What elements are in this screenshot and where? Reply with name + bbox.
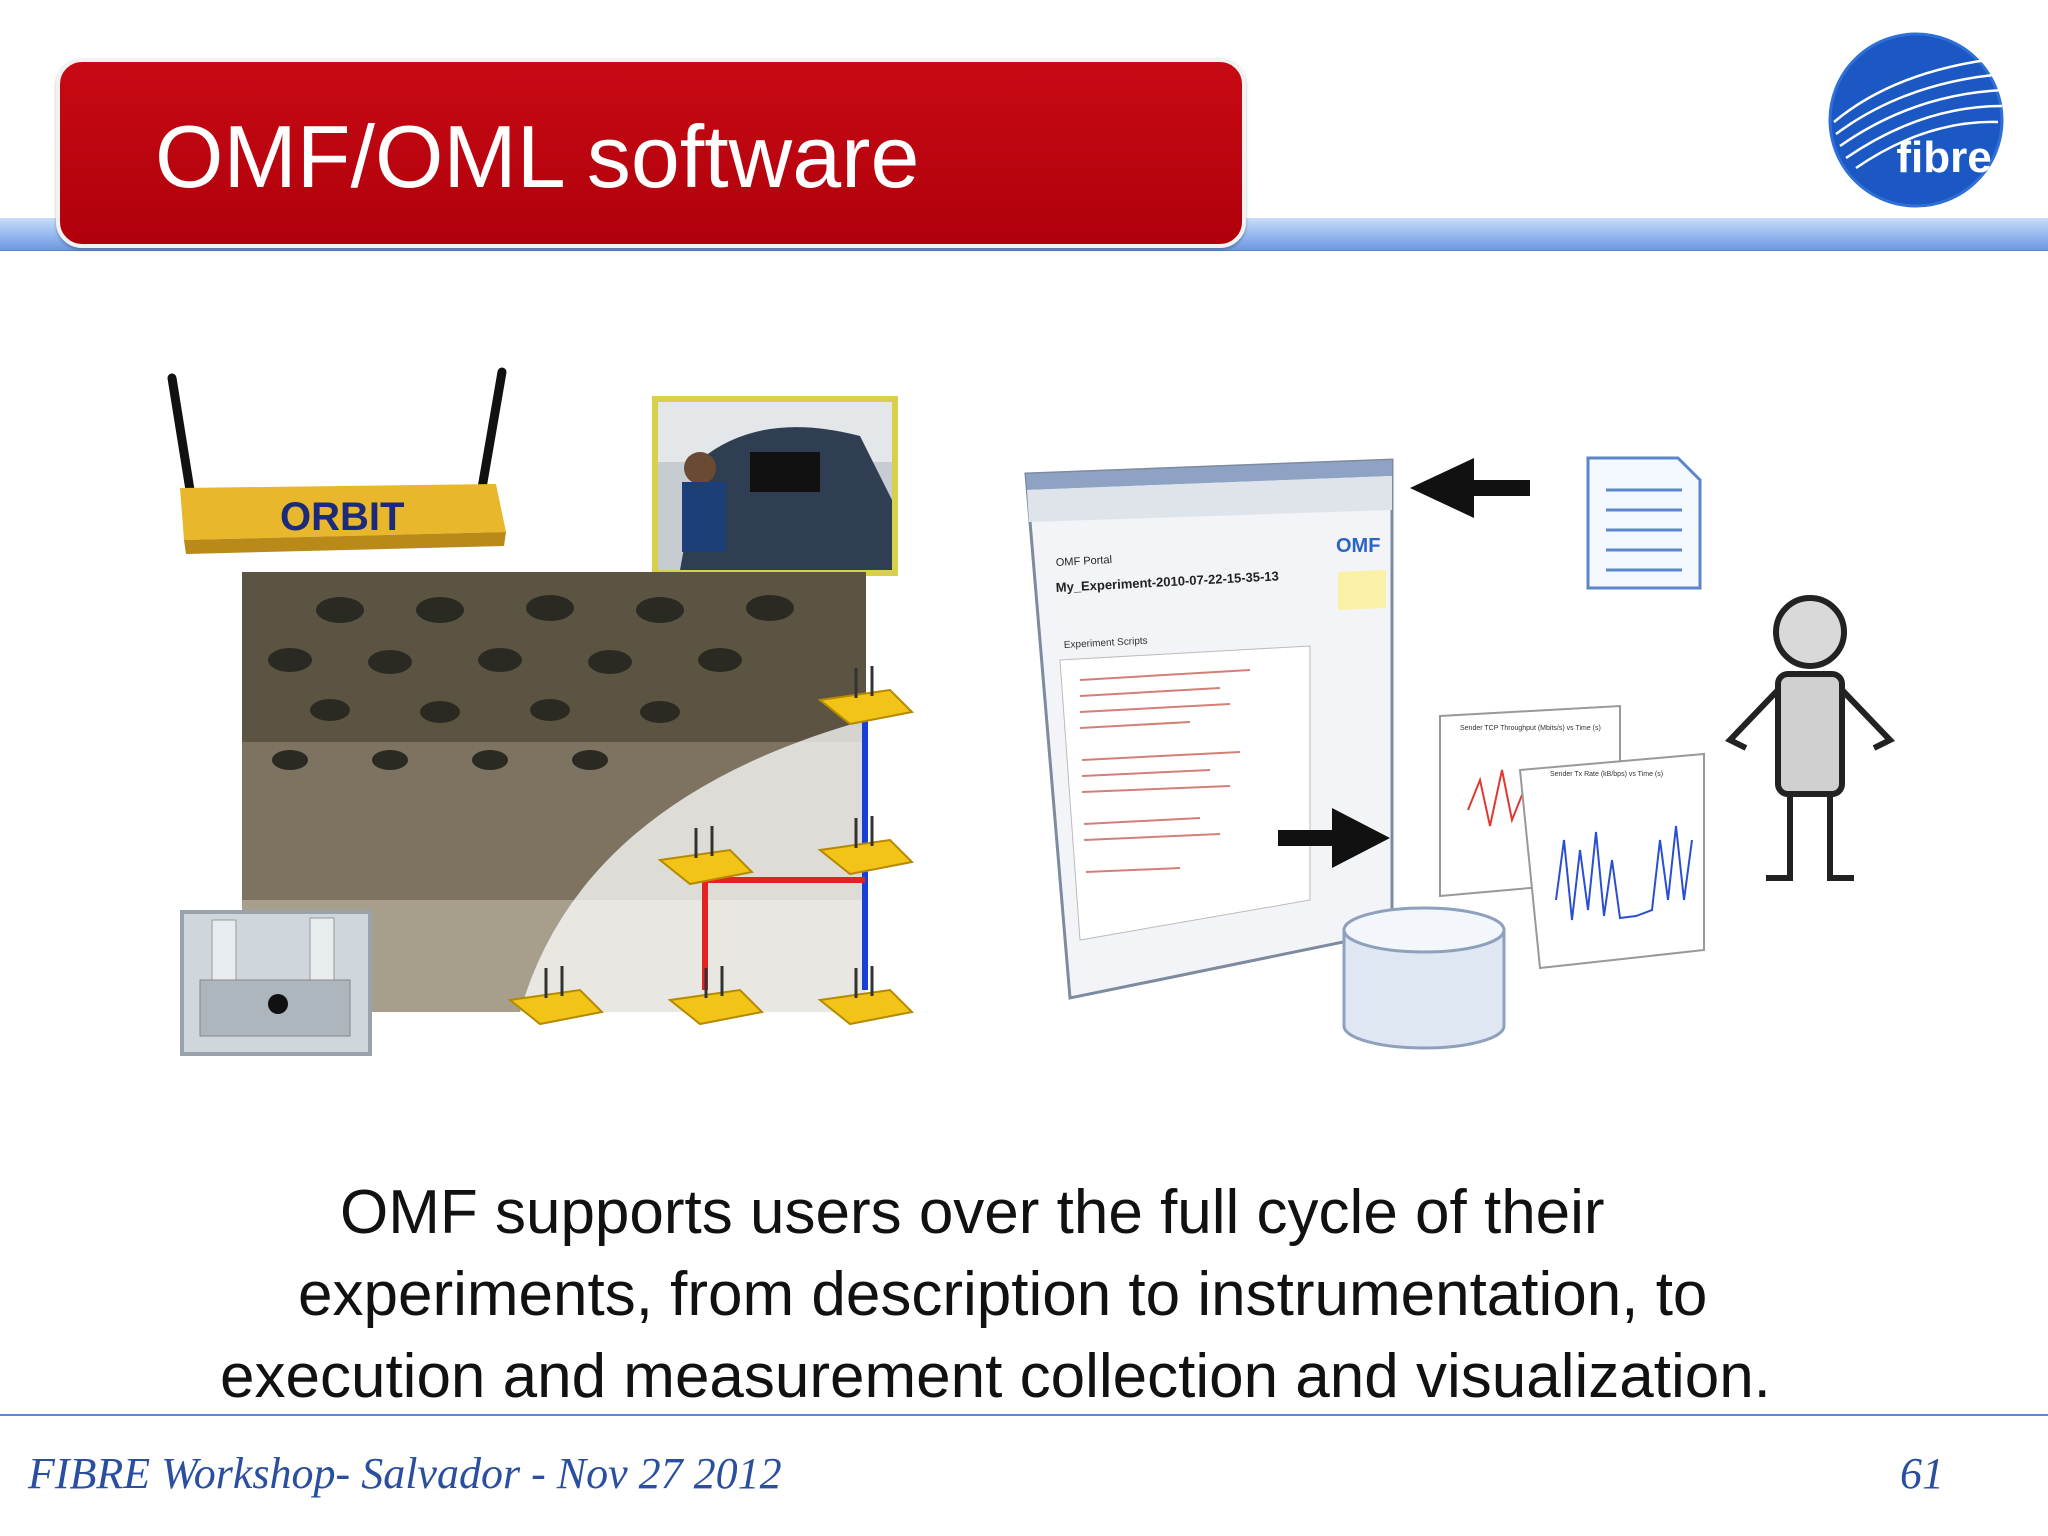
database-icon bbox=[1342, 906, 1506, 1050]
footer-event: FIBRE Workshop- Salvador - Nov 27 2012 bbox=[28, 1449, 782, 1498]
chart-title-2: Sender Tx Rate (kB/bps) vs Time (s) bbox=[1550, 771, 1663, 778]
portal-tab: OMF Portal bbox=[1056, 554, 1113, 569]
slide-caption: OMF supports users over the full cycle o… bbox=[200, 1172, 1940, 1418]
fibre-logo-icon: fibre bbox=[1828, 32, 2005, 208]
node-network bbox=[507, 666, 915, 1026]
caption-line-2: experiments, from description to instrum… bbox=[298, 1260, 1708, 1329]
chart-title-1: Sender TCP Throughput (Mbits/s) vs Time … bbox=[1460, 725, 1601, 732]
caption-line-3: execution and measurement collection and… bbox=[220, 1342, 1771, 1411]
device-label: ORBIT bbox=[280, 495, 404, 539]
arrow-left-icon bbox=[1410, 458, 1530, 518]
tx-rate-chart: Sender Tx Rate (kB/bps) vs Time (s) bbox=[1518, 752, 1705, 970]
omf-logo-text: OMF bbox=[1336, 535, 1380, 557]
footer-rule bbox=[0, 1414, 2048, 1416]
section-label: Experiment Scripts bbox=[1064, 636, 1148, 651]
page-number: 61 bbox=[1900, 1449, 1944, 1498]
omf-portal-window: OMF Portal My_Experiment-2010-07-22-15-3… bbox=[1024, 458, 1394, 1000]
orbit-router-image: ORBIT bbox=[167, 367, 507, 554]
logo-text: fibre bbox=[1896, 133, 1991, 182]
caption-line-1: OMF supports users over the full cycle o… bbox=[340, 1178, 1605, 1247]
testbed-photo bbox=[242, 572, 866, 1012]
title-bar: OMF/OML software bbox=[56, 58, 1246, 248]
user-figure-icon bbox=[1725, 595, 1895, 881]
slide-title: OMF/OML software bbox=[155, 107, 920, 206]
arrow-right-icon bbox=[1278, 808, 1390, 868]
document-icon bbox=[1586, 456, 1702, 590]
car-photo bbox=[652, 396, 898, 576]
small-device-photo bbox=[180, 910, 372, 1056]
omf-overview-figure: ORBIT bbox=[167, 367, 1895, 1056]
